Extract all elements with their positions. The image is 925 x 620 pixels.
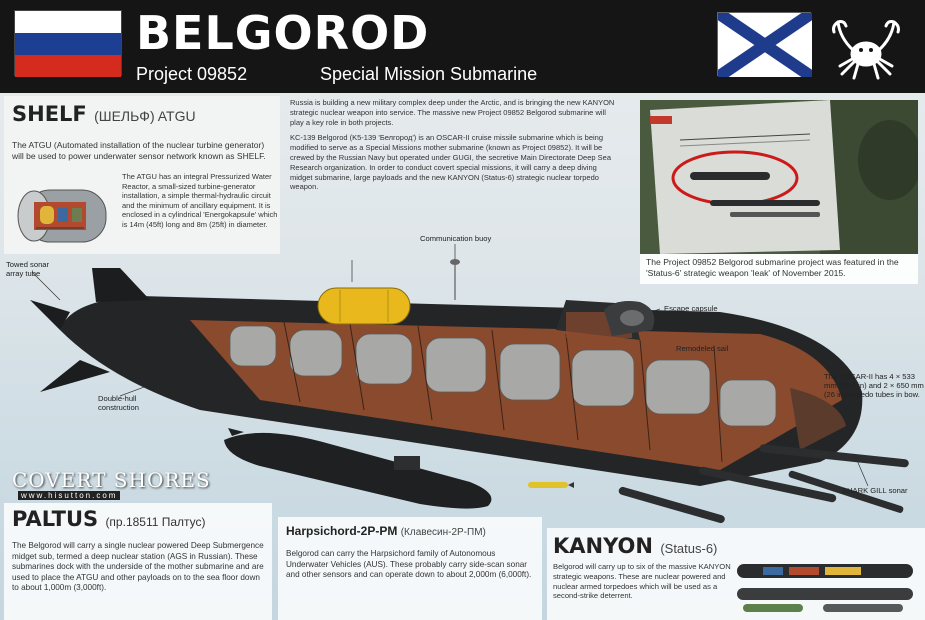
atgu-capsule-illustration bbox=[12, 182, 118, 248]
shelf-intro-text: The ATGU (Automated installation of the … bbox=[12, 140, 266, 161]
intro-paragraph-1: Russia is building a new military comple… bbox=[290, 98, 615, 127]
escape-capsule bbox=[604, 301, 655, 336]
intro-paragraph-2: KC-139 Belgorod (K5-139 'Белгород') is a… bbox=[290, 133, 611, 192]
russia-flag-icon bbox=[14, 10, 122, 77]
label-double-hull: Double-hull construction bbox=[98, 394, 139, 412]
label-remodeled-sail: Remodeled sail bbox=[676, 344, 729, 353]
kanyon-torpedoes bbox=[618, 444, 909, 524]
covert-shores-url: www.hisutton.com bbox=[18, 491, 121, 500]
crab-emblem-icon bbox=[826, 10, 906, 82]
communication-buoy bbox=[450, 259, 460, 300]
st-andrew-flag-icon bbox=[714, 8, 816, 82]
paltus-title: PALTUS bbox=[12, 507, 99, 531]
label-oscar-tubes: The OSCAR-II has 4 × 533 mm (21.0 in) an… bbox=[824, 372, 924, 399]
label-escape-capsule: Escape capsule bbox=[664, 304, 718, 313]
belgorod-hull bbox=[30, 268, 863, 486]
label-towed-sonar: Towed sonar array tube bbox=[6, 260, 50, 278]
header-bar: BELGOROD Project 09852 Special Mission S… bbox=[0, 0, 925, 93]
shelf-body-text: The ATGU has an integral Pressurized Wat… bbox=[122, 172, 278, 229]
page-title: BELGOROD bbox=[136, 6, 430, 60]
kanyon-torpedo-cutaway bbox=[733, 558, 921, 616]
paltus-body-text: The Belgorod will carry a single nuclear… bbox=[12, 541, 264, 593]
shelf-heading: SHELF (ШЕЛЬФ) ATGU bbox=[12, 102, 196, 126]
label-communication-buoy: Communication buoy bbox=[420, 234, 492, 243]
project-number: Project 09852 bbox=[136, 64, 248, 84]
harpsichord-title: Harpsichord-2P-PM bbox=[286, 524, 398, 538]
shelf-title: SHELF bbox=[12, 102, 87, 126]
intro-text: Russia is building a new military comple… bbox=[290, 98, 620, 198]
paltus-midget-sub bbox=[224, 428, 492, 509]
leak-photo bbox=[640, 100, 918, 254]
kanyon-heading: KANYON (Status-6) bbox=[553, 534, 717, 558]
paltus-subtitle: (пр.18511 Палтус) bbox=[105, 515, 206, 529]
harpsichord-subtitle: (Клавесин-2Р-ПМ) bbox=[400, 527, 486, 538]
harpsichord-auv bbox=[528, 482, 574, 488]
shelf-subtitle: (ШЕЛЬФ) ATGU bbox=[94, 108, 196, 124]
kanyon-subtitle: (Status-6) bbox=[660, 541, 718, 556]
paltus-heading: PALTUS (пр.18511 Палтус) bbox=[12, 507, 206, 531]
kanyon-panel: KANYON (Status-6) Belgorod will carry up… bbox=[547, 528, 925, 620]
photo-caption: The Project 09852 Belgorod submarine pro… bbox=[640, 254, 918, 284]
harpsichord-body-text: Belgorod can carry the Harpsichord famil… bbox=[286, 549, 532, 580]
harpsichord-panel: Harpsichord-2P-PM (Клавесин-2Р-ПМ) Belgo… bbox=[278, 517, 542, 620]
shelf-atgu-module bbox=[317, 287, 411, 325]
paltus-panel: PALTUS (пр.18511 Палтус) The Belgorod wi… bbox=[4, 503, 272, 620]
harpsichord-heading: Harpsichord-2P-PM (Клавесин-2Р-ПМ) bbox=[286, 524, 486, 538]
covert-shores-logo: COVERT SHORES bbox=[12, 468, 211, 492]
kanyon-title: KANYON bbox=[553, 534, 653, 558]
shelf-panel: SHELF (ШЕЛЬФ) ATGU The ATGU (Automated i… bbox=[4, 96, 280, 254]
kanyon-body-text: Belgorod will carry up to six of the mas… bbox=[553, 562, 731, 601]
label-shark-gill: SHARK GILL sonar bbox=[842, 486, 908, 495]
mission-subtitle: Special Mission Submarine bbox=[320, 64, 538, 84]
